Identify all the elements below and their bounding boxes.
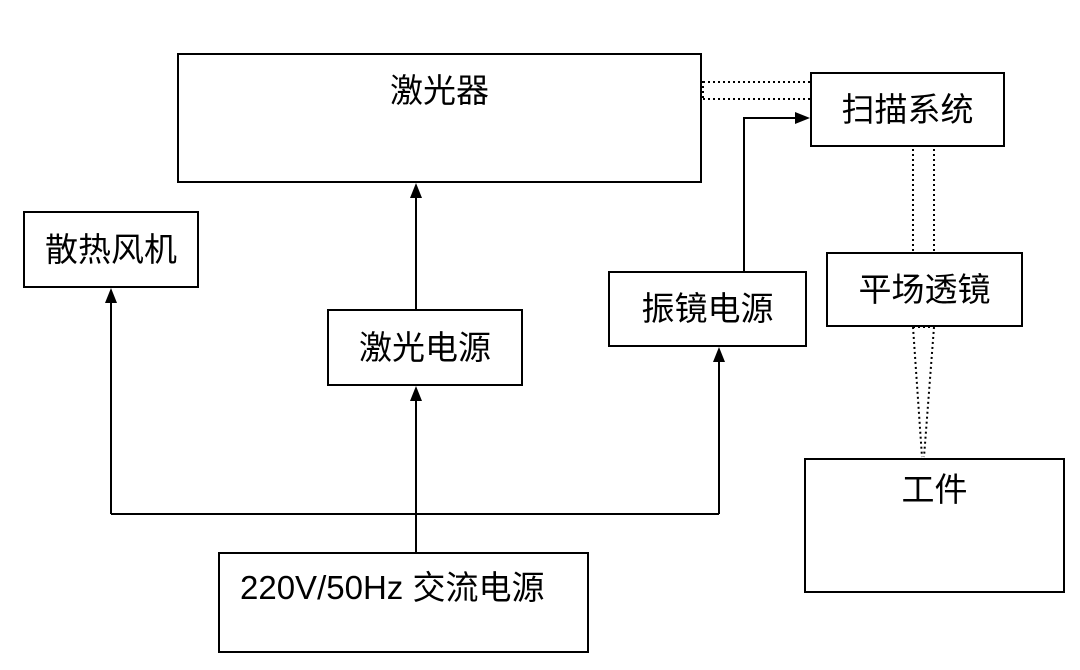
node-scanner-system: 扫描系统 [810, 72, 1005, 147]
node-scanner-system-label: 扫描系统 [841, 90, 974, 128]
beam-lens-to-workpiece [912, 326, 935, 458]
node-laser-power-supply: 激光电源 [327, 309, 523, 386]
beam-scanner-to-lens [912, 138, 935, 254]
node-cooling-fan-label: 散热风机 [45, 230, 177, 268]
node-laser-label: 激光器 [390, 72, 489, 109]
connector-ac-to-galvo-power [713, 347, 725, 514]
beam-laser-to-scanner [702, 81, 810, 100]
connector-ac-to-cooling-fan [105, 288, 117, 514]
node-ac-power-supply: 220V/50Hz 交流电源 [218, 552, 589, 653]
node-galvo-power-supply-label: 振镜电源 [641, 290, 774, 327]
node-field-lens: 平场透镜 [826, 252, 1023, 327]
connector-ac-power-bus [111, 513, 719, 552]
node-galvo-power-supply: 振镜电源 [608, 271, 807, 347]
node-laser-power-supply-label: 激光电源 [359, 328, 491, 366]
node-workpiece-label: 工件 [901, 471, 968, 508]
node-ac-power-supply-label: 220V/50Hz 交流电源 [240, 569, 545, 606]
node-laser: 激光器 [177, 53, 702, 183]
node-field-lens-label: 平场透镜 [858, 270, 991, 308]
connector-laser-power-to-laser [410, 183, 422, 309]
node-cooling-fan: 散热风机 [23, 211, 199, 288]
connector-galvo-power-to-scanner [743, 112, 810, 271]
connector-ac-to-laser-power [410, 386, 422, 514]
node-workpiece: 工件 [804, 458, 1065, 593]
